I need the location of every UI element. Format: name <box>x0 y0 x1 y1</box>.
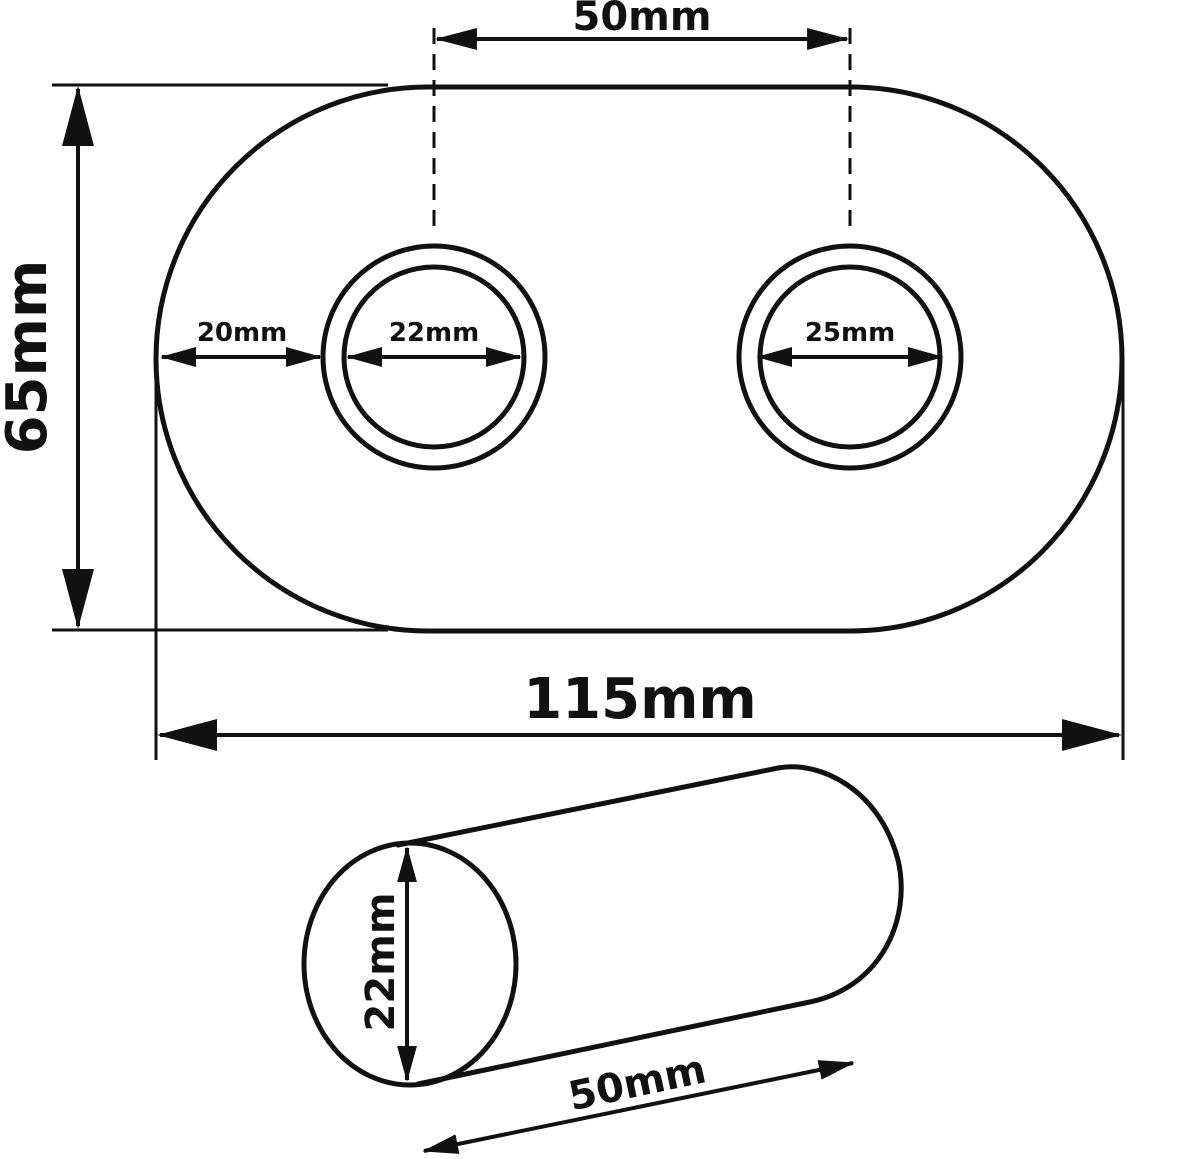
pipe-length-line <box>422 1060 855 1154</box>
pipe-diameter-label: 22mm <box>358 892 404 1031</box>
left-hole-inner-ring <box>341 264 527 450</box>
left-hole-outer-ring <box>320 243 548 471</box>
plate-height-label: 65mm <box>0 260 60 455</box>
right-hole-diameter-label: 25mm <box>805 318 895 348</box>
pipe-end-face <box>301 840 519 1088</box>
pipe-body-outline <box>395 764 904 1087</box>
right-hole-outer-ring <box>736 243 964 471</box>
hole-spacing-label: 50mm <box>572 0 711 40</box>
plate-outline <box>153 84 1125 634</box>
edge-to-hole-label: 20mm <box>197 318 287 348</box>
left-hole-diameter-label: 22mm <box>389 318 479 348</box>
plate-width-label: 115mm <box>523 667 757 732</box>
